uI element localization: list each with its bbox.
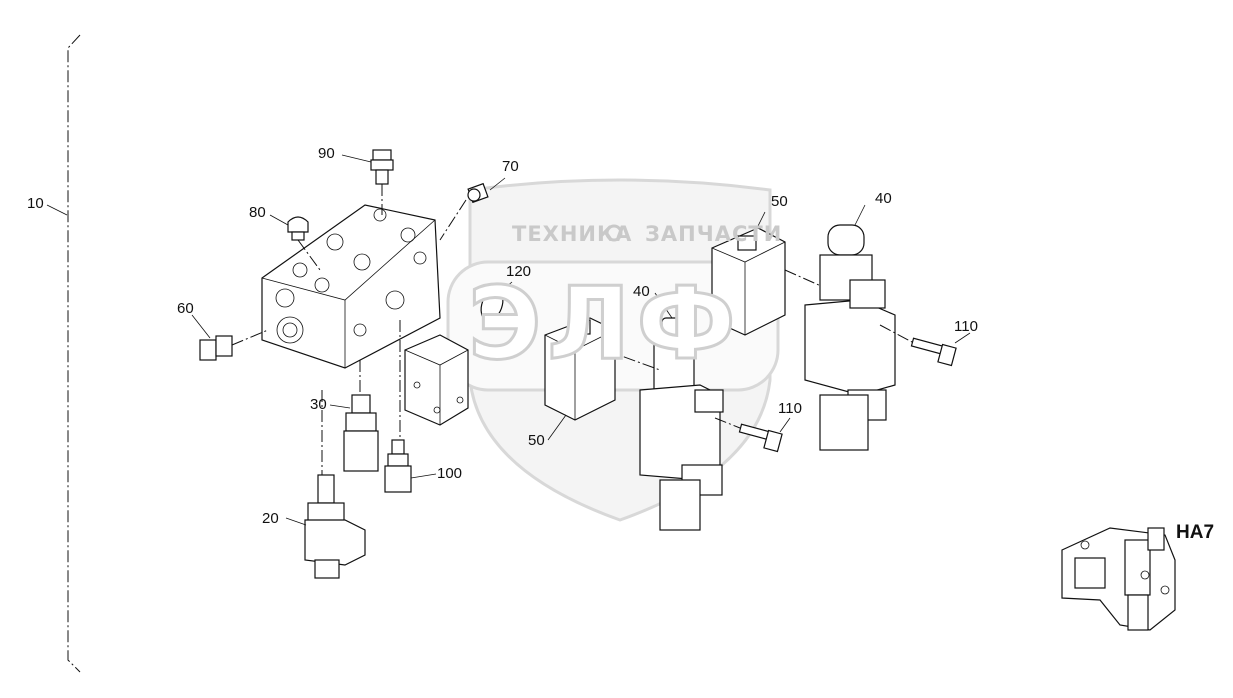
part-30-cartridge	[321, 360, 379, 480]
watermark-text-left: ТЕХНИКА	[512, 222, 633, 246]
part-50-plate-center	[544, 317, 616, 441]
watermark-logo: ЭЛФ	[467, 264, 742, 384]
part-90-fitting	[341, 149, 394, 215]
assembly-thumbnail	[1061, 527, 1176, 631]
assembly-code: HA7	[1176, 522, 1215, 543]
assembly-boundary-line	[67, 34, 81, 673]
callout-20: 20	[262, 510, 279, 527]
part-50-plate-right	[711, 211, 831, 336]
manifold-block	[261, 204, 441, 369]
part-20-solenoid-valve	[285, 474, 366, 579]
callout-110-center: 110	[778, 400, 802, 417]
cover-plate-small	[404, 334, 469, 426]
callout-40-center: 40	[633, 283, 650, 300]
callout-120: 120	[506, 263, 532, 280]
part-110-bolt-right	[879, 324, 971, 367]
leader-10	[46, 204, 68, 216]
part-70-fitting	[439, 177, 506, 241]
callout-30: 30	[310, 396, 327, 413]
callout-40-right: 40	[875, 190, 892, 207]
callout-70: 70	[502, 158, 519, 175]
callout-10: 10	[27, 195, 44, 212]
part-40-valve-right	[804, 204, 896, 451]
part-60-fitting	[191, 314, 269, 361]
callout-90: 90	[318, 145, 335, 162]
callout-50-right: 50	[771, 193, 788, 210]
part-80-plug	[269, 214, 321, 271]
part-110-bolt-center	[714, 417, 791, 453]
watermark-text-right: ЗАПЧАСТИ	[645, 222, 783, 246]
callout-50-center: 50	[528, 432, 545, 449]
part-120-oring	[480, 281, 513, 322]
callout-60: 60	[177, 300, 194, 317]
part-40-valve-center	[604, 292, 724, 531]
part-100-fitting	[384, 320, 437, 493]
callout-80: 80	[249, 204, 266, 221]
callout-110-right: 110	[954, 318, 978, 335]
callout-100: 100	[437, 465, 463, 482]
gear-icon	[605, 224, 623, 242]
